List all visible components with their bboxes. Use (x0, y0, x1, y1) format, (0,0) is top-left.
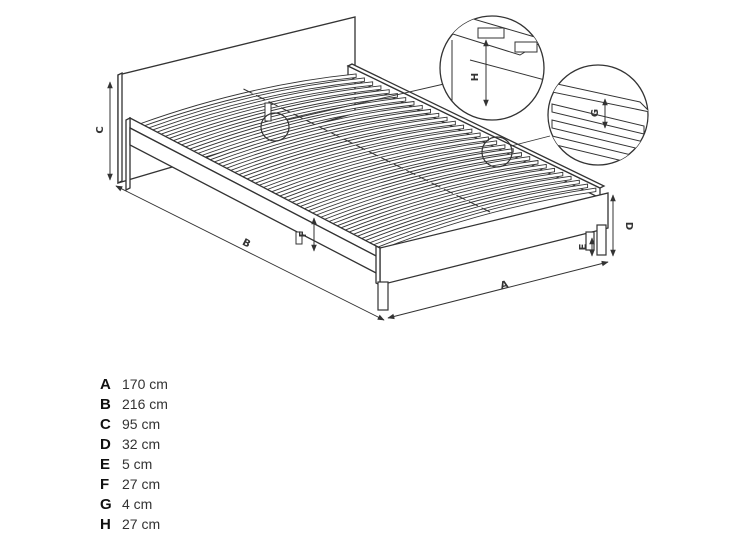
legend-row-c: C 95 cm (100, 414, 168, 434)
slat (350, 175, 572, 240)
label-h: H (470, 73, 481, 81)
dimension-e: E (578, 237, 595, 257)
legend-key: B (100, 396, 111, 413)
legend-key: G (100, 496, 112, 513)
slat (244, 124, 465, 184)
slat (277, 140, 498, 201)
label-d: D (623, 222, 634, 230)
label-f: F (298, 231, 309, 238)
legend-row-d: D 32 cm (100, 434, 168, 454)
slat (334, 167, 555, 231)
legend-key: D (100, 436, 111, 453)
label-c: C (95, 126, 106, 133)
slat (138, 73, 357, 129)
slat (375, 187, 597, 253)
slat (285, 144, 506, 206)
slat (163, 85, 382, 142)
legend-row-f: F 27 cm (100, 474, 168, 494)
dimension-d: D (610, 194, 634, 257)
slat (203, 104, 423, 163)
dimension-b: B (115, 185, 385, 321)
slat (261, 132, 481, 193)
slat (220, 112, 440, 171)
label-a: A (499, 279, 509, 292)
legend-value: 95 cm (122, 416, 161, 432)
slat (212, 108, 431, 167)
slat (326, 163, 547, 227)
slat (228, 116, 448, 176)
center-beam (243, 88, 491, 213)
legend-value: 4 cm (122, 496, 153, 512)
slat (252, 128, 473, 189)
slat (359, 179, 580, 244)
label-g: G (590, 109, 601, 117)
bed-dimension-diagram: H G C B A D E F (95, 15, 649, 321)
dimension-a: A (387, 260, 609, 320)
legend-key: H (100, 516, 111, 533)
legend-value: 5 cm (122, 456, 153, 472)
slat (195, 100, 415, 159)
detail-marker-h (260, 112, 290, 142)
dimension-f: F (298, 217, 317, 252)
slat (179, 93, 398, 150)
legend-row-h: H 27 cm (100, 514, 168, 534)
zoom-detail-g: G (547, 64, 649, 166)
label-e: E (578, 243, 589, 250)
slat (367, 183, 589, 248)
detail-marker-g (481, 136, 513, 168)
legend-row-e: E 5 cm (100, 454, 168, 474)
dimension-legend: A 170 cm B 216 cm C 95 cm D 32 cm E 5 cm F 27 … (100, 374, 168, 534)
zoom-detail-h: H (439, 15, 545, 121)
legend-value: 32 cm (122, 436, 161, 452)
legend-value: 170 cm (122, 376, 168, 392)
legend-row-g: G 4 cm (100, 494, 168, 514)
legend-value: 27 cm (122, 516, 161, 532)
slat (342, 171, 564, 235)
slat-group (138, 73, 597, 253)
legend-value: 216 cm (122, 396, 168, 412)
legend-key: A (100, 376, 111, 393)
legend-key: E (100, 456, 111, 473)
slat (171, 89, 390, 146)
slat (146, 77, 365, 133)
legend-key: F (100, 476, 110, 493)
label-b: B (240, 237, 252, 250)
legend-key: C (100, 416, 111, 433)
legend-row-b: B 216 cm (100, 394, 168, 414)
legend-row-a: A 170 cm (100, 374, 168, 394)
dimension-c: C (95, 81, 113, 181)
slat (154, 81, 374, 137)
slat (236, 120, 456, 180)
legend-value: 27 cm (122, 476, 161, 492)
